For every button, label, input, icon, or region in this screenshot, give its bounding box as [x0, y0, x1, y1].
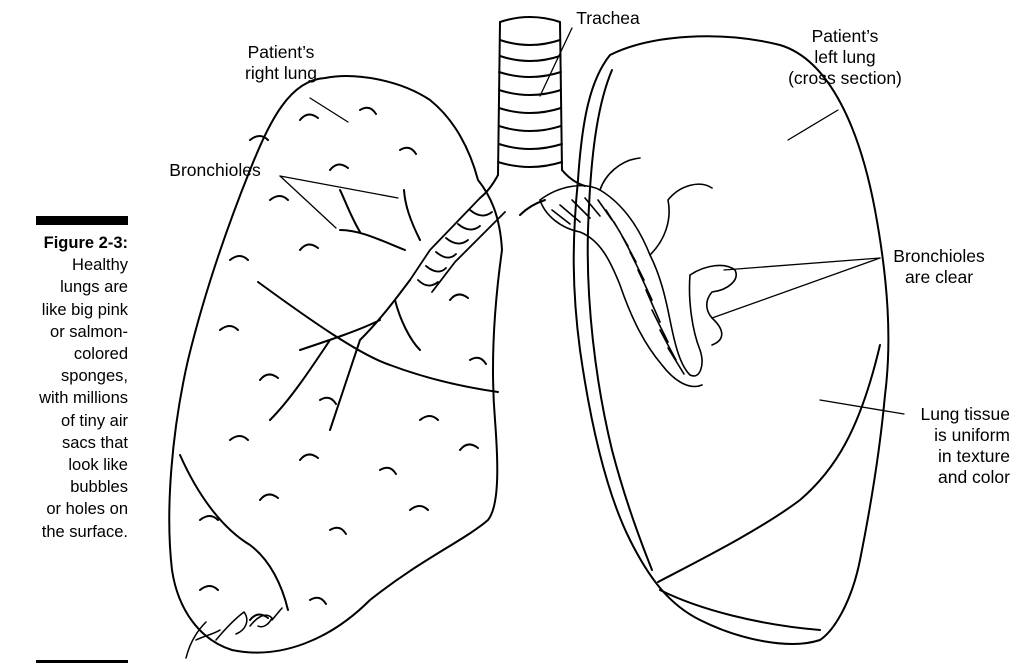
- leader-clear-a: [724, 258, 880, 270]
- leader-tissue: [820, 400, 904, 414]
- leader-clear-b: [712, 258, 880, 318]
- leader-bronchioles-b: [280, 176, 336, 228]
- label-trachea: Trachea: [568, 8, 648, 29]
- label-right-lung: Patient’s right lung: [226, 42, 336, 84]
- leader-left-lung: [788, 110, 838, 140]
- leader-trachea: [540, 28, 572, 96]
- label-left-lung: Patient’s left lung (cross section): [770, 26, 920, 89]
- leader-right-lung: [310, 98, 348, 122]
- label-lung-tissue: Lung tissue is uniform in texture and co…: [902, 404, 1010, 488]
- left-bronchus-section: [540, 158, 736, 386]
- label-bronchioles-clear: Bronchioles are clear: [884, 246, 994, 288]
- left-lung-drawing: [574, 36, 889, 644]
- label-bronchioles: Bronchioles: [150, 160, 280, 181]
- leader-bronchioles-a: [280, 176, 398, 198]
- trachea-drawing: [480, 17, 585, 215]
- right-bronchus-drawing: [410, 198, 505, 292]
